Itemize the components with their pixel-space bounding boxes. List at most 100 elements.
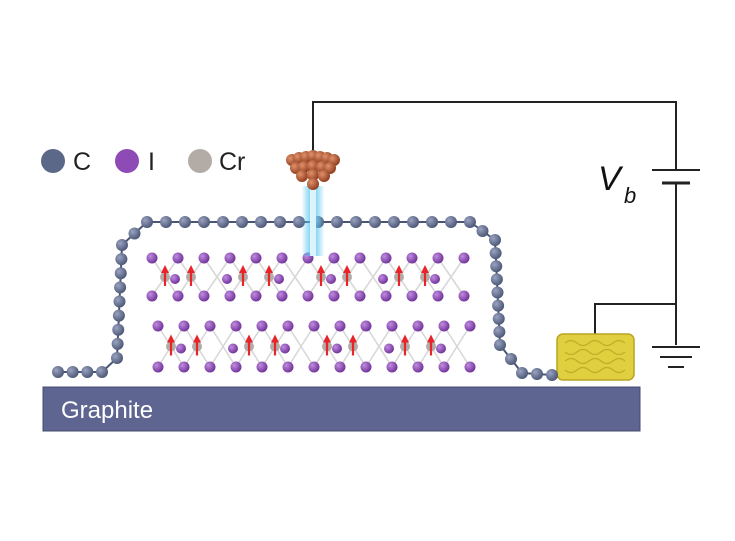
- carbon-atom: [113, 295, 126, 308]
- graphene-sheet: [52, 216, 558, 381]
- iodine-atom: [458, 290, 470, 302]
- iodine-atom: [326, 274, 336, 284]
- carbon-atom: [274, 216, 286, 228]
- carbon-atom: [516, 367, 528, 379]
- carbon-atom: [111, 352, 123, 364]
- lattice-bonds: [151, 257, 465, 297]
- iodine-atom: [386, 361, 398, 373]
- carbon-atom: [81, 366, 94, 378]
- carbon-atom: [114, 281, 127, 294]
- iodine-atom: [228, 343, 238, 354]
- graphite-label: Graphite: [61, 397, 153, 424]
- carbon-atom: [476, 225, 489, 237]
- iodine-atom: [178, 361, 190, 373]
- spin-arrow: [401, 334, 409, 356]
- iodine-atom: [172, 252, 184, 264]
- carbon-atom: [236, 216, 248, 228]
- carbon-atom: [492, 312, 505, 325]
- iodine-atom: [384, 343, 394, 354]
- tip-atom: [307, 169, 319, 181]
- carbon-atom: [160, 216, 172, 228]
- iodine-atom: [276, 290, 288, 302]
- iodine-atom: [152, 361, 164, 373]
- iodine-atom: [334, 320, 346, 332]
- spin-arrow: [193, 334, 201, 356]
- spin-arrow: [271, 334, 279, 356]
- cri3-layer: [146, 252, 470, 302]
- carbon-atom: [490, 273, 503, 286]
- carbon-atom: [493, 325, 506, 338]
- legend-label-chromium: Cr: [219, 148, 245, 176]
- carbon-atom: [198, 216, 210, 228]
- carbon-atom: [489, 234, 501, 246]
- carbon-atom: [350, 216, 362, 228]
- tip-atom: [307, 160, 319, 172]
- carbon-atom: [112, 309, 125, 322]
- carbon-atom: [494, 339, 506, 351]
- legend-swatch-chromium: [188, 149, 212, 173]
- gold-electrode: [556, 333, 635, 381]
- carbon-atom: [505, 353, 517, 365]
- iodine-atom: [406, 290, 418, 302]
- iodine-atom: [332, 343, 342, 354]
- iodine-atom: [222, 274, 232, 284]
- carbon-atom: [52, 366, 64, 378]
- carbon-atom: [128, 227, 141, 240]
- legend-swatch-iodine: [115, 149, 139, 173]
- carbon-atom: [255, 216, 267, 228]
- iodine-atom: [276, 252, 288, 264]
- carbon-atom: [179, 216, 191, 228]
- iodine-atom: [152, 320, 164, 332]
- carbon-atom: [116, 239, 128, 251]
- iodine-atom: [438, 361, 450, 373]
- iodine-atom: [146, 252, 158, 264]
- iodine-atom: [308, 320, 320, 332]
- carbon-atom: [426, 216, 438, 228]
- iodine-atom: [438, 320, 450, 332]
- circuit-wires: [312, 101, 677, 345]
- iodine-atom: [406, 252, 418, 264]
- spin-arrow: [187, 265, 195, 286]
- spin-arrow: [349, 334, 357, 356]
- spin-arrow: [245, 334, 253, 356]
- iodine-atom: [302, 290, 314, 302]
- iodine-atom: [198, 290, 210, 302]
- legend-label-carbon: C: [73, 148, 91, 176]
- iodine-atom: [274, 274, 284, 284]
- iodine-atom: [360, 361, 372, 373]
- carbon-atom: [331, 216, 343, 228]
- legend-swatch-carbon: [41, 149, 65, 173]
- iodine-atom: [334, 361, 346, 373]
- iodine-atom: [172, 290, 184, 302]
- graphite-substrate: [42, 386, 641, 432]
- carbon-atom: [112, 323, 125, 336]
- carbon-atom: [111, 337, 124, 350]
- carbon-atom: [141, 216, 153, 228]
- tunneling-beam-core: [310, 186, 316, 256]
- spin-arrow: [421, 265, 429, 286]
- iodine-atom: [354, 252, 366, 264]
- iodine-atom: [146, 290, 158, 302]
- iodine-atom: [256, 361, 268, 373]
- iodine-atom: [432, 252, 444, 264]
- carbon-atom: [369, 216, 381, 228]
- carbon-atom: [217, 216, 229, 228]
- carbon-atom: [546, 369, 558, 381]
- iodine-atom: [386, 320, 398, 332]
- carbon-atom: [464, 216, 476, 228]
- spin-arrow: [161, 265, 169, 286]
- spin-arrow: [239, 265, 247, 286]
- iodine-atom: [282, 361, 294, 373]
- iodine-atom: [176, 343, 186, 354]
- carbon-atom: [115, 253, 128, 266]
- iodine-atom: [230, 320, 242, 332]
- iodine-atom: [250, 290, 262, 302]
- carbon-atom: [489, 247, 502, 260]
- lattice-bonds: [157, 325, 471, 368]
- bias-voltage-label: V: [598, 160, 624, 198]
- carbon-atom: [66, 366, 79, 378]
- legend-label-iodine: I: [148, 148, 155, 176]
- legend: C I Cr: [41, 148, 245, 176]
- iodine-atom: [280, 343, 290, 354]
- spin-arrow: [323, 334, 331, 356]
